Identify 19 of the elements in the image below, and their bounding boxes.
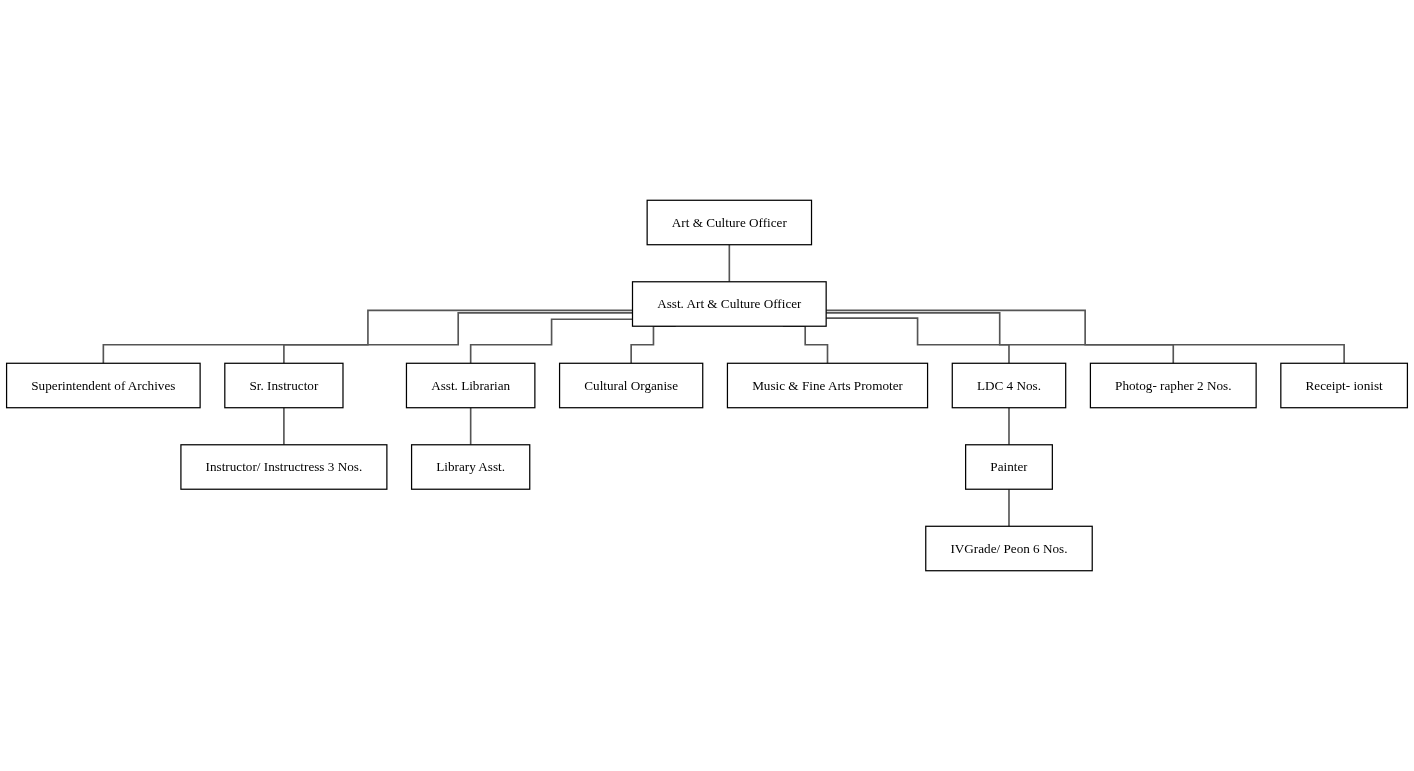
node-box: IVGrade/ Peon 6 Nos. <box>925 525 1093 572</box>
node-box: LDC 4 Nos. <box>951 362 1067 409</box>
node-box: Superintendent of Archives <box>5 362 201 409</box>
node-box: Music & Fine Arts Promoter <box>726 362 929 409</box>
node-box: Asst. Librarian <box>405 362 536 409</box>
node-box: Library Asst. <box>410 444 531 490</box>
connector <box>1008 406 1010 446</box>
node-box: Asst. Art & Culture Officer <box>631 281 827 327</box>
node-box: Receipt- ionist <box>1280 362 1409 409</box>
connector <box>469 406 472 446</box>
connector <box>728 243 731 283</box>
node-box: Instructor/ Instructress 3 Nos. <box>180 444 388 490</box>
node-box: Art & Culture Officer <box>646 199 813 246</box>
connector <box>1008 488 1010 528</box>
node-box: Sr. Instructor <box>224 362 344 409</box>
node-box: Photog- rapher 2 Nos. <box>1089 362 1257 409</box>
node-box: Painter <box>965 444 1053 490</box>
node-box: Cultural Organise <box>558 362 704 409</box>
connector <box>283 406 285 446</box>
